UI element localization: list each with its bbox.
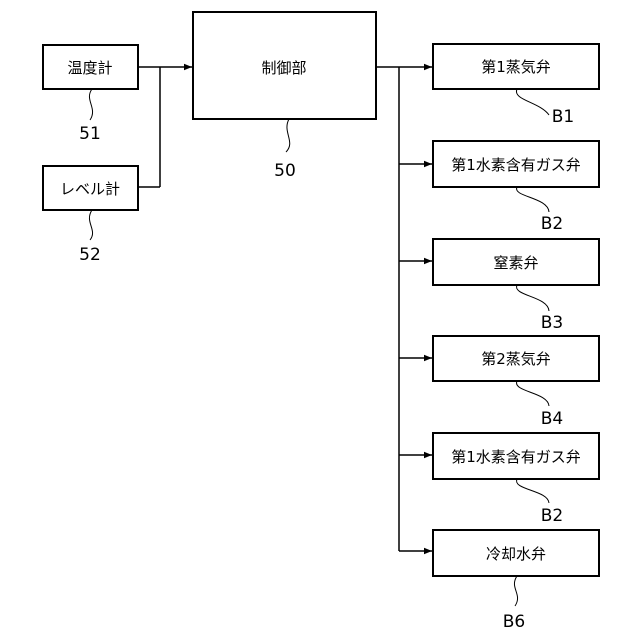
valve-3-label: 窒素弁 (493, 254, 538, 272)
ref-b4: B4 (541, 409, 563, 429)
ref-b1: B1 (552, 107, 574, 127)
valve-4-label: 第2蒸気弁 (481, 350, 551, 368)
valve-6-label: 冷却水弁 (486, 545, 546, 563)
ref-51: 51 (79, 124, 101, 144)
leader-51 (89, 89, 92, 120)
ref-b6: B6 (503, 612, 525, 632)
ref-52: 52 (79, 245, 101, 265)
sensor-temperature-label: 温度計 (67, 59, 112, 77)
valve-5-label: 第1水素含有ガス弁 (451, 448, 581, 466)
leader-50 (286, 119, 290, 152)
leader-b1 (516, 89, 549, 115)
sensor-connections (138, 67, 192, 187)
leader-b2-second (517, 479, 549, 503)
valve-2-label: 第1水素含有ガス弁 (451, 156, 581, 174)
sensor-temperature: 温度計 (43, 45, 138, 89)
leader-52 (89, 210, 92, 240)
valve-4: 第2蒸気弁 (433, 336, 599, 381)
valve-1: 第1蒸気弁 (433, 44, 599, 89)
valve-bus (376, 67, 432, 551)
valve-5: 第1水素含有ガス弁 (433, 433, 599, 479)
valve-6: 冷却水弁 (433, 530, 599, 576)
leader-b6 (514, 576, 517, 606)
leader-b3 (517, 285, 549, 311)
valve-3: 窒素弁 (433, 239, 599, 285)
leader-b2-first (517, 187, 549, 212)
ref-50: 50 (274, 161, 296, 181)
controller: 制御部 (193, 12, 376, 119)
controller-label: 制御部 (261, 59, 306, 77)
valve-2: 第1水素含有ガス弁 (433, 141, 599, 187)
valve-1-label: 第1蒸気弁 (481, 58, 551, 76)
ref-b3: B3 (541, 313, 563, 333)
ref-b2-second: B2 (541, 506, 563, 526)
leader-b4 (517, 381, 549, 406)
sensor-level: レベル計 (43, 166, 138, 210)
sensor-level-label: レベル計 (60, 180, 120, 198)
ref-b2-first: B2 (541, 214, 563, 234)
